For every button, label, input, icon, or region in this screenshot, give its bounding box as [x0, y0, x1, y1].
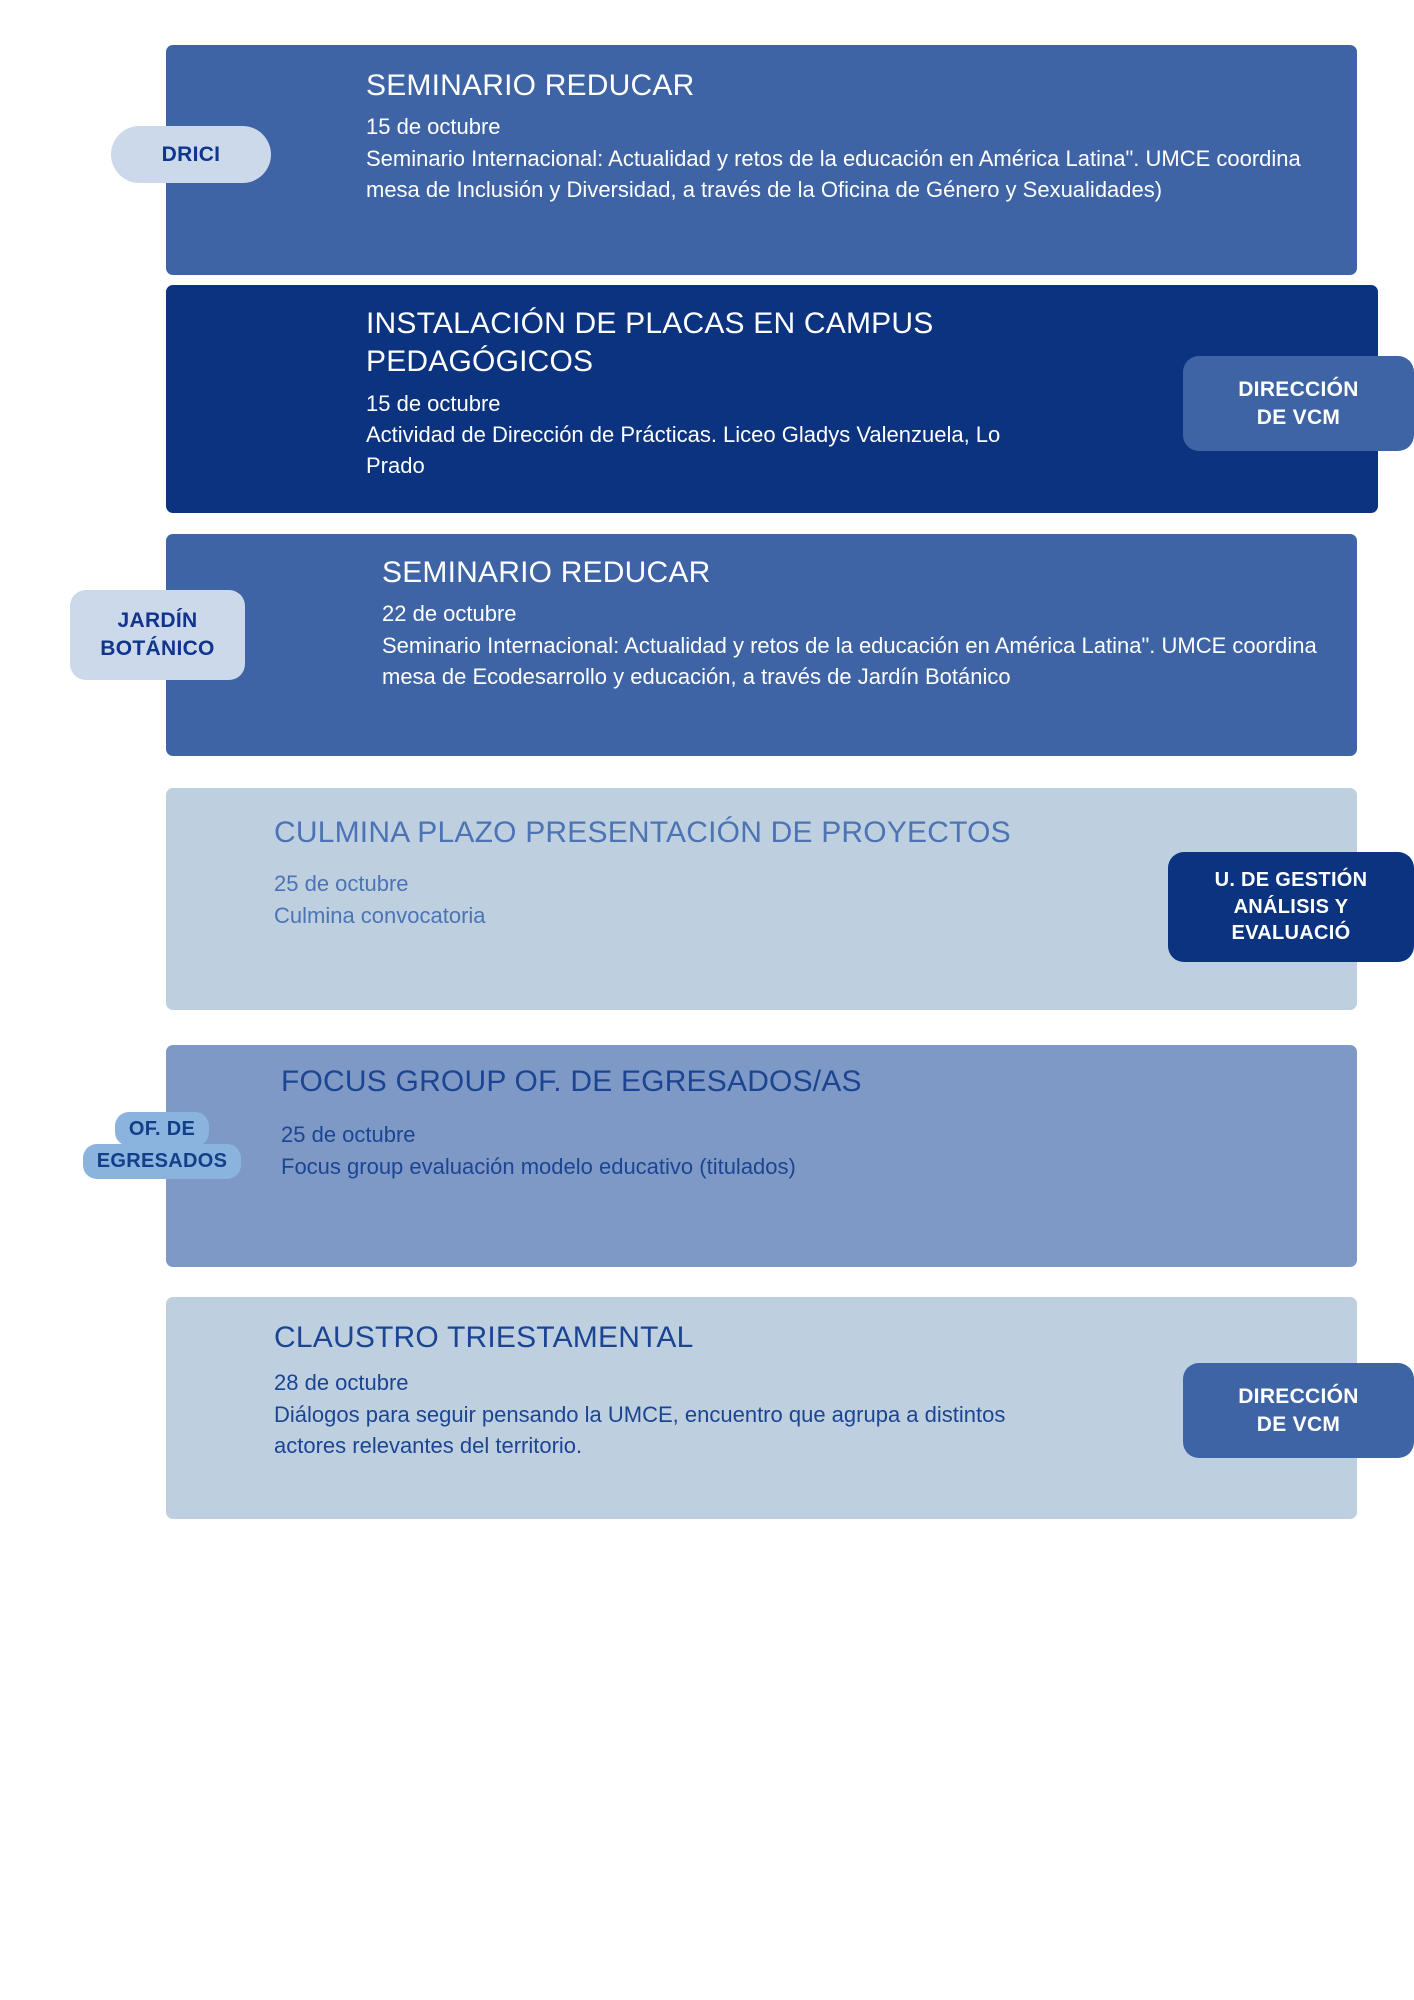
event-card-focus-group-egresados[interactable]: FOCUS GROUP OF. DE EGRESADOS/AS 25 de oc…: [166, 1045, 1357, 1267]
event-title: CLAUSTRO TRIESTAMENTAL: [274, 1321, 694, 1354]
event-card-culmina-plazo[interactable]: CULMINA PLAZO PRESENTACIÓN DE PROYECTOS …: [166, 788, 1357, 1010]
event-description: Diálogos para seguir pensando la UMCE, e…: [274, 1401, 1006, 1458]
event-badge-gestion-analisis[interactable]: U. DE GESTIÓN ANÁLISIS Y EVALUACIÓ: [1168, 852, 1414, 962]
event-card-content: SEMINARIO REDUCAR 15 de octubre Seminari…: [366, 67, 1317, 205]
event-date: 25 de octubre: [274, 871, 409, 897]
event-badge-line: EGRESADOS: [82, 1144, 242, 1179]
event-badge-direccion-vcm-2[interactable]: DIRECCIÓN DE VCM: [1183, 1363, 1414, 1458]
event-title: SEMINARIO REDUCAR: [382, 556, 711, 589]
event-card-seminario-reducar-22[interactable]: SEMINARIO REDUCAR 22 de octubre Seminari…: [166, 534, 1357, 756]
event-title: INSTALACIÓN DE PLACAS EN CAMPUS PEDAGÓGI…: [366, 307, 934, 379]
event-badge-line: DRICI: [161, 142, 221, 166]
event-badge-line: JARDÍN: [117, 609, 198, 633]
event-badge-drici[interactable]: DRICI: [111, 126, 271, 183]
event-title: CULMINA PLAZO PRESENTACIÓN DE PROYECTOS: [274, 816, 1011, 849]
event-title: SEMINARIO REDUCAR: [366, 69, 695, 102]
event-card-content: SEMINARIO REDUCAR 22 de octubre Seminari…: [382, 554, 1317, 692]
event-badge-line: DIRECCIÓN: [1238, 1384, 1359, 1408]
event-card-instalacion-placas[interactable]: INSTALACIÓN DE PLACAS EN CAMPUS PEDAGÓGI…: [166, 285, 1378, 513]
event-description: Seminario Internacional: Actualidad y re…: [382, 632, 1317, 689]
event-description: Actividad de Dirección de Prácticas. Lic…: [366, 422, 1001, 479]
event-date: 28 de octubre: [274, 1370, 409, 1396]
event-badge-direccion-vcm-1[interactable]: DIRECCIÓN DE VCM: [1183, 356, 1414, 451]
event-card-content: INSTALACIÓN DE PLACAS EN CAMPUS PEDAGÓGI…: [366, 305, 1228, 481]
event-badge-line: DE VCM: [1256, 405, 1341, 429]
event-badge-line: EVALUACIÓ: [1231, 922, 1351, 945]
event-badge-line: BOTÁNICO: [100, 637, 215, 660]
event-badge-line: OF. DE: [114, 1112, 210, 1147]
event-card-claustro-triestamental[interactable]: CLAUSTRO TRIESTAMENTAL 28 de octubre Diá…: [166, 1297, 1357, 1519]
event-date: 15 de octubre: [366, 114, 501, 140]
event-badge-of-egresados[interactable]: OF. DE EGRESADOS: [72, 1112, 252, 1192]
event-card-content: FOCUS GROUP OF. DE EGRESADOS/AS 25 de oc…: [281, 1063, 1317, 1182]
event-card-seminario-reducar-15[interactable]: SEMINARIO REDUCAR 15 de octubre Seminari…: [166, 45, 1357, 275]
event-date: 22 de octubre: [382, 601, 517, 627]
event-badge-line: DIRECCIÓN: [1238, 377, 1359, 401]
event-description: Focus group evaluación modelo educativo …: [281, 1153, 796, 1179]
event-date: 25 de octubre: [281, 1122, 416, 1148]
event-badge-line: U. DE GESTIÓN: [1214, 869, 1368, 892]
event-description: Seminario Internacional: Actualidad y re…: [366, 145, 1301, 202]
event-badge-line: DE VCM: [1256, 1412, 1341, 1436]
event-title: FOCUS GROUP OF. DE EGRESADOS/AS: [281, 1065, 862, 1098]
event-card-content: CULMINA PLAZO PRESENTACIÓN DE PROYECTOS …: [274, 814, 1317, 931]
event-date: 15 de octubre: [366, 390, 501, 416]
event-card-content: CLAUSTRO TRIESTAMENTAL 28 de octubre Diá…: [274, 1319, 1317, 1461]
event-badge-line: ANÁLISIS Y: [1233, 895, 1349, 918]
event-description: Culmina convocatoria: [274, 902, 486, 928]
event-badge-jardin-botanico[interactable]: JARDÍN BOTÁNICO: [70, 590, 245, 680]
